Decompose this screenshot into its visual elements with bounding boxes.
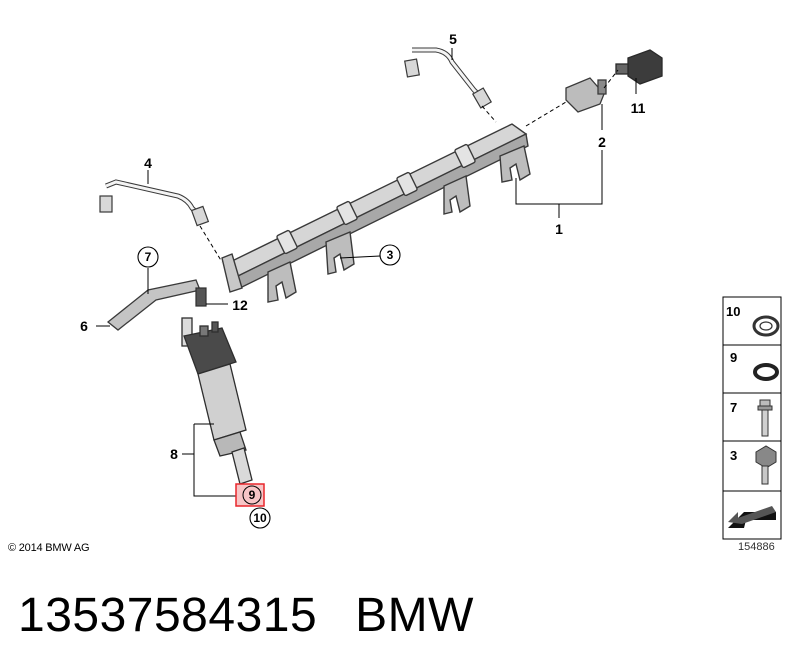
fuel-rail [221, 123, 531, 303]
callout-9: 9 [249, 488, 256, 502]
hex-bolt-icon [755, 445, 777, 485]
callout-7-circle: 7 [137, 246, 159, 268]
high-pressure-pipe-5 [404, 47, 493, 109]
callout-8: 8 [170, 446, 178, 462]
sleeve-12 [195, 287, 207, 307]
high-pressure-pipe-4 [99, 179, 210, 227]
part-bar: 13537584315 BMW [18, 586, 474, 646]
legend-num-7: 7 [730, 400, 737, 415]
callout-12: 12 [232, 297, 248, 313]
seal-ring-icon [753, 363, 779, 381]
legend-num-10: 10 [726, 304, 740, 319]
callout-9-circle: 9 [235, 483, 265, 507]
arrow-icon [728, 506, 776, 528]
callout-7: 7 [145, 250, 152, 264]
brand-name: BMW [355, 589, 474, 642]
part-number: 13537584315 [18, 589, 318, 642]
callout-3: 3 [387, 248, 394, 262]
stud-bolt-icon [757, 399, 773, 437]
callout-6: 6 [80, 318, 88, 334]
plug-connector [615, 49, 663, 85]
callout-2: 2 [598, 134, 606, 150]
callout-4: 4 [144, 155, 152, 171]
callout-11: 11 [631, 100, 646, 116]
callout-10: 10 [253, 511, 267, 525]
leader-lines [96, 48, 637, 497]
callout-1: 1 [555, 221, 563, 237]
legend-num-9: 9 [730, 350, 737, 365]
assembly-lines [199, 69, 619, 263]
injector [181, 317, 253, 485]
retaining-ring-icon [752, 315, 780, 337]
callout-5: 5 [449, 31, 457, 47]
legend-num-3: 3 [730, 448, 737, 463]
callout-10-circle: 10 [249, 507, 271, 529]
small-parts-legend: 10 9 7 3 [722, 296, 782, 540]
diagram-number: 154886 [738, 541, 775, 553]
copyright: © 2014 BMW AG [8, 542, 90, 554]
callout-3-circle: 3 [379, 244, 401, 266]
pressure-sensor [565, 77, 607, 113]
